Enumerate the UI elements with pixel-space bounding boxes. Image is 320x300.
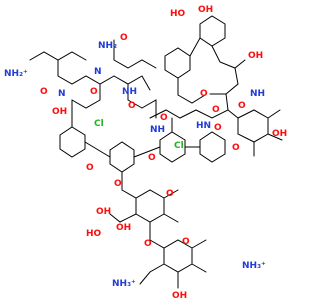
label-o-sugar1-ring: O xyxy=(166,189,174,199)
label-o-ether-right: O xyxy=(148,153,156,163)
label-o-mid-3: O xyxy=(90,87,98,97)
label-ho-top-b: OH xyxy=(198,5,213,15)
label-n-left: N xyxy=(58,89,66,99)
label-o-right-ether: O xyxy=(214,123,222,133)
label-nh-top-mid: NH xyxy=(122,87,137,97)
label-o-mid-2: O xyxy=(160,113,168,123)
label-cl-left: Cl xyxy=(94,119,104,129)
label-o-right-carbonyl: O xyxy=(212,105,220,115)
label-oh-top-c: OH xyxy=(248,51,263,61)
label-ho-top-a: HO xyxy=(170,9,186,19)
label-oh-primary: OH xyxy=(96,207,111,217)
label-oh-bottom: OH xyxy=(172,291,187,300)
label-o-top-right: O xyxy=(238,101,246,111)
label-o-mid-1: O xyxy=(128,101,136,111)
label-n-top-left: N xyxy=(94,67,102,77)
label-o-left-carbonyl: O xyxy=(40,87,48,97)
label-nh3-right: NH₃⁺ xyxy=(242,261,266,271)
label-o-top-mid: O xyxy=(200,89,208,99)
label-o-sugar2-ring: O xyxy=(182,237,190,247)
label-oh-sugar1: OH xyxy=(116,223,131,233)
label-o-glycosidic: O xyxy=(144,239,152,249)
label-cl-right: Cl xyxy=(174,141,184,151)
molecule-figure: NH₃⁺ OH HO OH OH NH O O HN O O O Cl Cl N… xyxy=(4,5,287,300)
bond-lines xyxy=(29,15,283,289)
label-nh2-amide: NH₂ xyxy=(98,41,117,51)
label-nh-top-right: NH xyxy=(250,89,265,99)
label-nh-mid: NH xyxy=(150,125,165,135)
label-oh-left: OH xyxy=(52,107,67,117)
label-o-ether-left: O xyxy=(86,163,94,173)
label-o-ether-center: O xyxy=(114,179,122,189)
label-ho-sugar1: HO xyxy=(86,229,102,239)
label-o-right-sugar-ring: O xyxy=(232,143,240,153)
label-nh2-plus-left: NH₂⁺ xyxy=(4,69,28,79)
label-hn-mid-right: HN xyxy=(196,121,211,131)
label-nh3-plus-bottom: NH₃⁺ xyxy=(112,279,136,289)
label-oh-right-sugar: OH xyxy=(272,129,287,139)
label-o-amide: O xyxy=(120,33,128,43)
